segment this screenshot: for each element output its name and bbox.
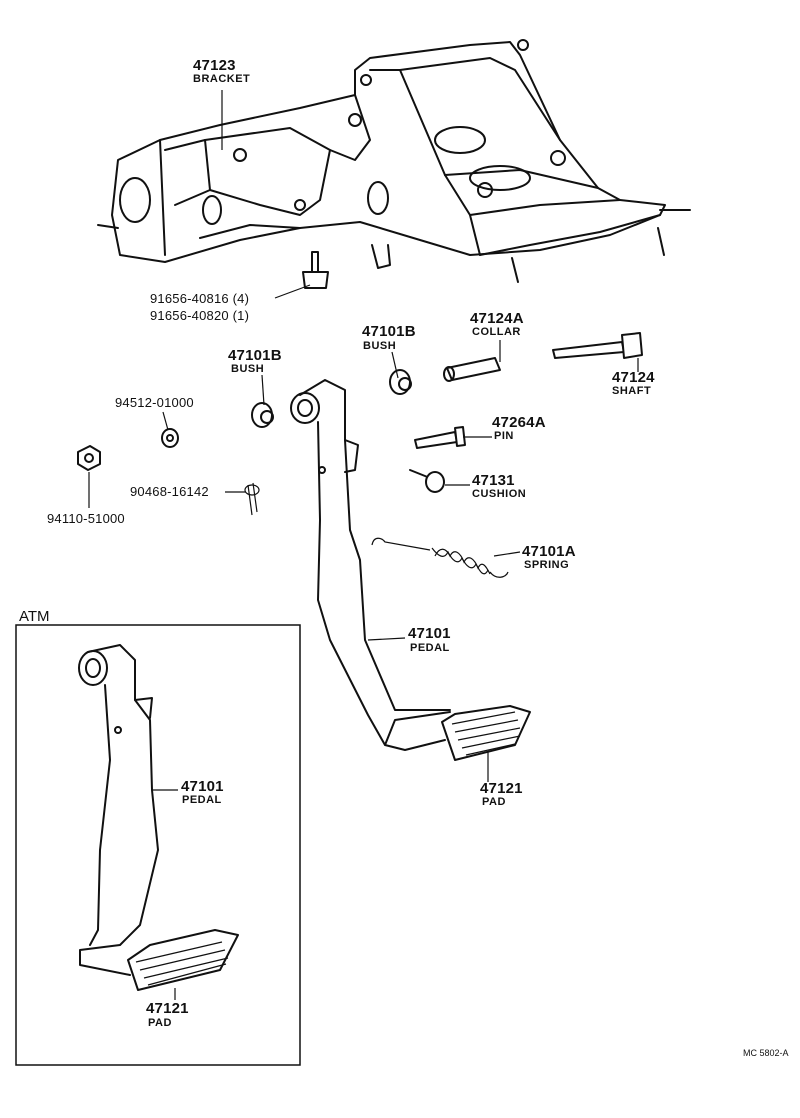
pad-atm-part-name: PAD (148, 1017, 172, 1029)
collar-part-number: 47124A (470, 310, 524, 327)
bracket-part-name: BRACKET (193, 73, 251, 85)
bracket-part-number: 47123 (193, 57, 236, 74)
bracket-drawing (97, 39, 691, 283)
bush-right-part-number: 47101B (362, 323, 416, 340)
bolt-b-part-number: 91656-40820 (1) (150, 308, 250, 323)
spring-part-number: 47101A (522, 543, 576, 560)
pin-part-number: 47264A (492, 414, 546, 431)
bush-right-drawing (389, 369, 412, 395)
bush-left-part-name: BUSH (231, 363, 265, 375)
pedal-main-drawing (290, 379, 451, 751)
pad-main-part-number: 47121 (480, 780, 523, 797)
cushion-drawing (409, 469, 445, 493)
pedal-main-part-number: 47101 (408, 625, 451, 642)
pin-part-name: PIN (494, 430, 514, 442)
shaft-part-name: SHAFT (612, 385, 652, 397)
collar-part-name: COLLAR (472, 326, 521, 338)
pad-main-part-name: PAD (482, 796, 506, 808)
atm-box-label: ATM (19, 608, 50, 625)
nut-part-number: 94110-51000 (47, 511, 125, 526)
cotter-drawing (244, 482, 260, 516)
spring-part-name: SPRING (524, 559, 570, 571)
pedal-atm-part-number: 47101 (181, 778, 224, 795)
bolt-a-part-number: 91656-40816 (4) (150, 291, 250, 306)
pedal-main-part-name: PEDAL (410, 642, 450, 654)
leader-lines (88, 90, 639, 1000)
pad-atm-part-number: 47121 (146, 1000, 189, 1017)
cushion-part-number: 47131 (472, 472, 515, 489)
pedal-atm-drawing (78, 644, 159, 976)
bush-left-part-number: 47101B (228, 347, 282, 364)
bush-right-part-name: BUSH (363, 340, 397, 352)
washer-part-number: 94512-01000 (115, 395, 194, 410)
collar-drawing (443, 357, 501, 382)
bush-left-drawing (251, 402, 274, 428)
spring-drawing (371, 537, 509, 578)
pad-main-drawing (441, 705, 531, 761)
washer-drawing (161, 428, 179, 448)
pedal-atm-part-name: PEDAL (182, 794, 222, 806)
shaft-part-number: 47124 (612, 369, 655, 386)
nut-drawing (77, 445, 101, 471)
cotter-part-number: 90468-16142 (130, 484, 209, 499)
pin-drawing (414, 426, 466, 449)
atm-box-frame (15, 624, 301, 1066)
bolt-drawing (302, 251, 329, 289)
pad-atm-drawing (127, 929, 239, 991)
figure-reference-code: MC 5802-A (743, 1048, 789, 1058)
cushion-part-name: CUSHION (472, 488, 527, 500)
shaft-drawing (552, 332, 643, 359)
